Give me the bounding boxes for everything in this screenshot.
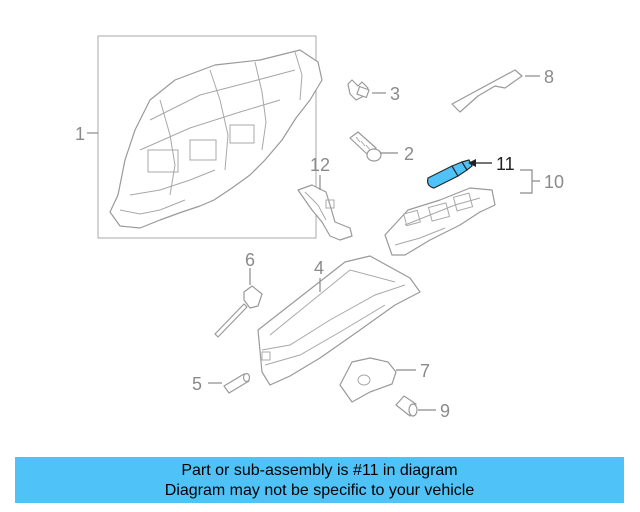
part-4-glove-box-bin[interactable]: [257, 255, 421, 386]
parts-diagram: 1 2 3 4 5 6 7 8 9 10 11 12: [75, 35, 564, 421]
part-3-clip[interactable]: [347, 79, 370, 101]
part-8-strip[interactable]: [451, 69, 523, 113]
callout-9: 9: [440, 401, 450, 421]
banner-line-2: Diagram may not be specific to your vehi…: [164, 482, 475, 499]
callout-1: 1: [75, 124, 85, 144]
leader-lines: [87, 75, 540, 411]
info-banner: Part or sub-assembly is #11 in diagram D…: [15, 457, 624, 503]
part-9-cylinder[interactable]: [395, 395, 418, 417]
callout-3: 3: [390, 84, 400, 104]
callout-2: 2: [404, 144, 414, 164]
part-12-bracket[interactable]: [297, 184, 353, 241]
callout-11: 11: [496, 154, 515, 174]
part-2-screw[interactable]: [349, 131, 382, 162]
part-6-damper-rod[interactable]: [214, 285, 263, 338]
part-5-pin[interactable]: [223, 372, 251, 394]
part-10-latch-assembly[interactable]: [384, 187, 496, 256]
callout-4: 4: [314, 258, 324, 278]
callout-6: 6: [245, 250, 255, 270]
part-11-bulb[interactable]: [427, 159, 473, 189]
part-1-glove-box-housing[interactable]: [97, 35, 323, 239]
banner-line-1: Part or sub-assembly is #11 in diagram: [181, 462, 458, 479]
callout-8: 8: [544, 67, 554, 87]
callout-5: 5: [192, 374, 202, 394]
part-7-latch[interactable]: [339, 357, 397, 403]
callout-10: 10: [544, 172, 564, 192]
callout-7: 7: [420, 361, 430, 381]
callout-12: 12: [310, 155, 330, 175]
